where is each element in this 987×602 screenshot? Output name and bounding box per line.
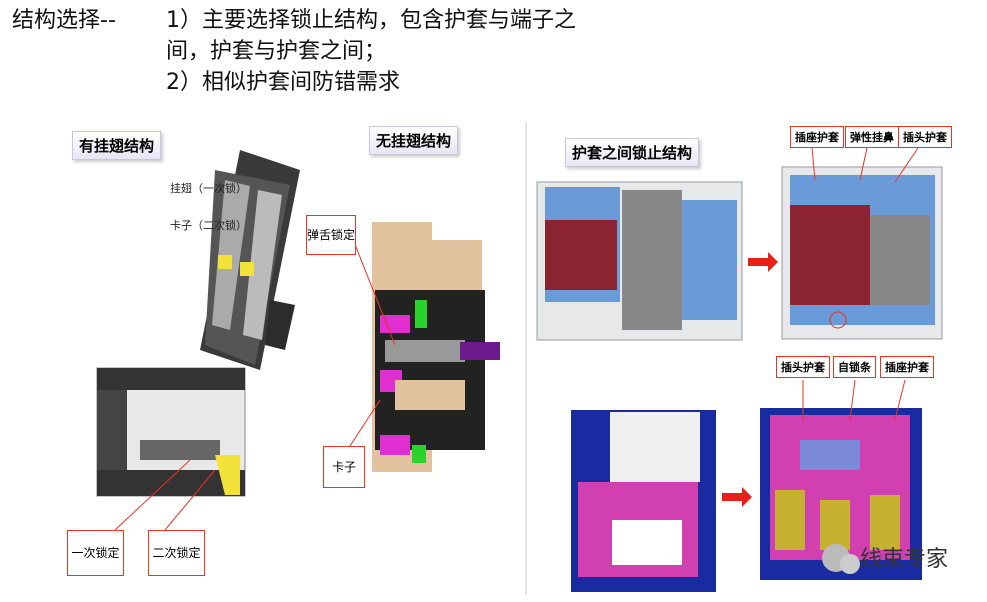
tag-receptacle-housing-bottom: 插座护套 [880, 356, 934, 378]
callout-secondary-lock: 二次锁定 [148, 530, 205, 576]
section-title: 结构选择-- [12, 8, 116, 33]
callout-clip: 卡子 [323, 446, 365, 488]
requirement-line-3: 2）相似护套间防错需求 [166, 70, 400, 95]
tag-elastic-hook: 弹性挂鼻 [845, 126, 899, 148]
panel-title-no-wings: 无挂翅结构 [369, 126, 459, 155]
wechat-icon [822, 544, 860, 574]
anti-mismatch-before-diagram [571, 410, 716, 592]
watermark: 线束专家 [860, 547, 949, 572]
tag-plug-housing-bottom: 插头护套 [776, 356, 830, 378]
arrow-icon [748, 252, 778, 272]
callout-tongue-lock: 弹舌锁定 [306, 215, 356, 255]
panel-title-housing-lock: 护套之间锁止结构 [565, 138, 700, 167]
connector-no-wings-illustration [372, 222, 500, 472]
panel-title-with-wings: 有挂翅结构 [72, 131, 162, 160]
connector-crosssection-left [96, 367, 246, 497]
tag-plug-housing-top: 插头护套 [898, 126, 952, 148]
connector-with-wings-illustration [200, 150, 300, 370]
arrow-icon [722, 487, 752, 507]
wing-note: 挂翅（一次锁） [170, 182, 247, 195]
requirement-line-1: 1）主要选择锁止结构，包含护套与端子之 [166, 8, 576, 33]
tag-self-lock-bar: 自锁条 [833, 356, 876, 378]
locking-before-diagram [536, 181, 743, 341]
locking-after-diagram [781, 166, 943, 340]
callout-primary-lock: 一次锁定 [67, 530, 124, 576]
requirement-line-2: 间，护套与护套之间； [166, 39, 387, 64]
clip-note: 卡子（二次锁） [170, 219, 247, 232]
tag-receptacle-housing-top: 插座护套 [790, 126, 844, 148]
